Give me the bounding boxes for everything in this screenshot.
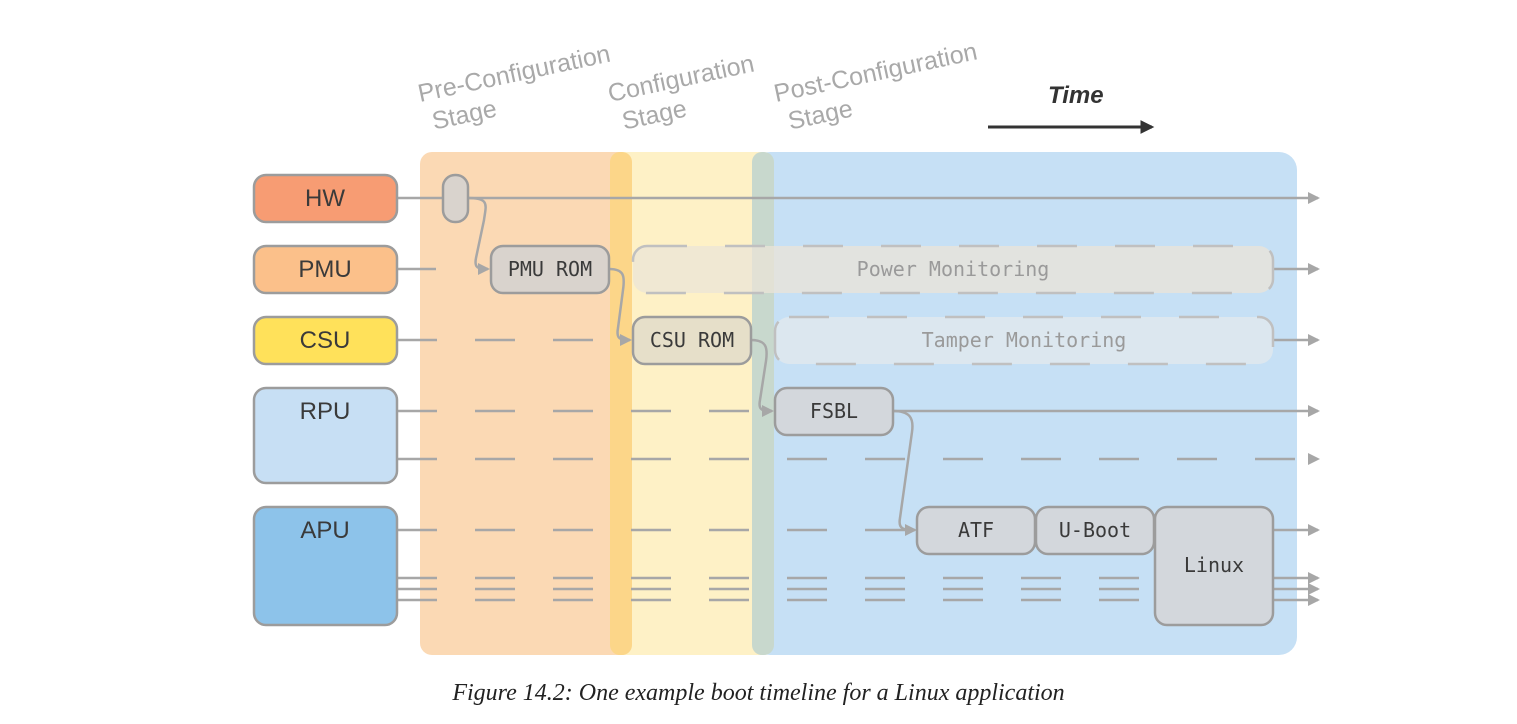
fsbl-label: FSBL [810, 399, 858, 423]
config-stage-label: Configuration Stage [605, 50, 756, 136]
processor-csu-label: CSU [300, 327, 351, 354]
svg-text:Post-Configuration: Post-Configuration [771, 37, 979, 107]
figure-caption: Figure 14.2: One example boot timeline f… [452, 680, 1065, 706]
fsbl-to-atf-connector [892, 409, 917, 536]
processor-rpu: RPU [252, 386, 399, 485]
processor-rpu-label: RPU [300, 398, 351, 425]
power-monitoring-box: Power Monitoring [631, 244, 1275, 295]
pmu-rom-label: PMU ROM [508, 257, 592, 281]
hw-power-on-marker [441, 173, 470, 224]
processor-pmu-label: PMU [298, 256, 351, 283]
processor-hw-label: HW [305, 185, 345, 212]
processor-apu-label: APU [300, 517, 349, 544]
atf-label: ATF [958, 518, 994, 542]
processor-pmu: PMU [252, 244, 399, 295]
csu-to-fsbl-connector [750, 338, 774, 417]
pre-config-band [420, 152, 632, 655]
uboot-box: U-Boot [1034, 505, 1156, 556]
tamper-monitoring-box: Tamper Monitoring [773, 315, 1275, 366]
atf-box: ATF [915, 505, 1037, 556]
hw-to-pmu-connector [467, 196, 490, 275]
handoff-connectors [467, 196, 917, 536]
power-monitoring-label: Power Monitoring [857, 257, 1050, 281]
processor-hw: HW [252, 173, 399, 224]
fsbl-box: FSBL [773, 386, 895, 437]
csu-rom-label: CSU ROM [650, 328, 734, 352]
lanes [397, 192, 1320, 606]
post-config-overlap [752, 152, 774, 655]
processor-csu: CSU [252, 315, 399, 366]
linux-label: Linux [1184, 553, 1244, 577]
csu-rom-box: CSU ROM [631, 315, 753, 366]
uboot-label: U-Boot [1059, 518, 1131, 542]
pmu-rom-box: PMU ROM [489, 244, 611, 295]
pmu-to-csu-connector [608, 267, 632, 346]
svg-text:Pre-Configuration: Pre-Configuration [415, 40, 612, 108]
pre-config-overlap [610, 152, 632, 655]
processor-apu: APU [252, 505, 399, 627]
linux-box: Linux [1153, 505, 1275, 627]
post-config-stage-label: Post-Configuration Stage [771, 37, 979, 135]
tamper-monitoring-label: Tamper Monitoring [922, 328, 1127, 352]
config-band [610, 152, 774, 655]
pre-config-stage-label: Pre-Configuration Stage [415, 40, 612, 136]
time-label: Time [1048, 82, 1104, 109]
